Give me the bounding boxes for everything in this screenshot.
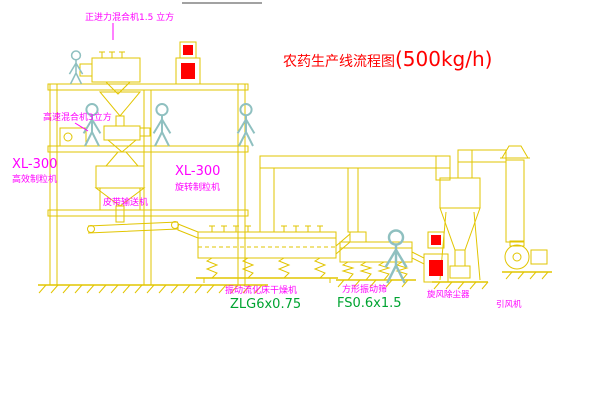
control-cabinet-2 xyxy=(423,231,449,283)
label-granulator-mid-model: XL-300 xyxy=(175,164,220,179)
induced-draft-fan xyxy=(502,240,552,280)
label-fluid-bed-dryer: 振动流化床干燥机 xyxy=(225,284,297,296)
diagram-title-text: 农药生产线流程图 xyxy=(283,54,395,70)
label-top-mixer: 正进力混合机1.5 立方 xyxy=(85,11,174,23)
leader-line-high-speed-mixer xyxy=(74,122,89,132)
label-vibrating-screen-model: FS0.6x1.5 xyxy=(337,296,402,311)
diagram-title-capacity: (500kg/h) xyxy=(395,47,492,71)
diagram-title: 农药生产线流程图(500kg/h) xyxy=(283,47,492,71)
belt-conveyor xyxy=(87,221,199,239)
label-belt-conveyor: 皮带输送机 xyxy=(103,196,148,208)
fluid-bed-dryer xyxy=(196,225,351,283)
label-cyclone: 旋风除尘器 xyxy=(427,289,470,300)
granulator xyxy=(94,151,146,223)
label-vibrating-screen: 方形振动筛 xyxy=(342,283,387,295)
label-granulator-left-model: XL-300 xyxy=(12,157,57,172)
top-mixer xyxy=(79,51,141,95)
label-high-speed-mixer: 高速混合机3立方 xyxy=(43,111,112,123)
label-induced-draft-fan: 引风机 xyxy=(496,299,522,310)
exhaust-duct xyxy=(259,155,451,233)
label-fluid-bed-dryer-model: ZLG6x0.75 xyxy=(230,297,301,312)
cyclone-separator xyxy=(432,149,507,290)
control-cabinet-1 xyxy=(175,41,201,85)
exhaust-stack xyxy=(500,145,530,243)
auxiliary-machine xyxy=(59,127,87,147)
label-granulator-left-name: 高效制粒机 xyxy=(12,173,57,185)
label-granulator-mid-name: 旋转制粒机 xyxy=(175,181,220,193)
person-figure xyxy=(152,103,172,147)
high-speed-mixer xyxy=(103,125,151,153)
ground xyxy=(38,284,268,294)
person-figure xyxy=(236,103,256,147)
person-figure xyxy=(68,50,84,85)
vibrating-screen xyxy=(336,231,425,288)
